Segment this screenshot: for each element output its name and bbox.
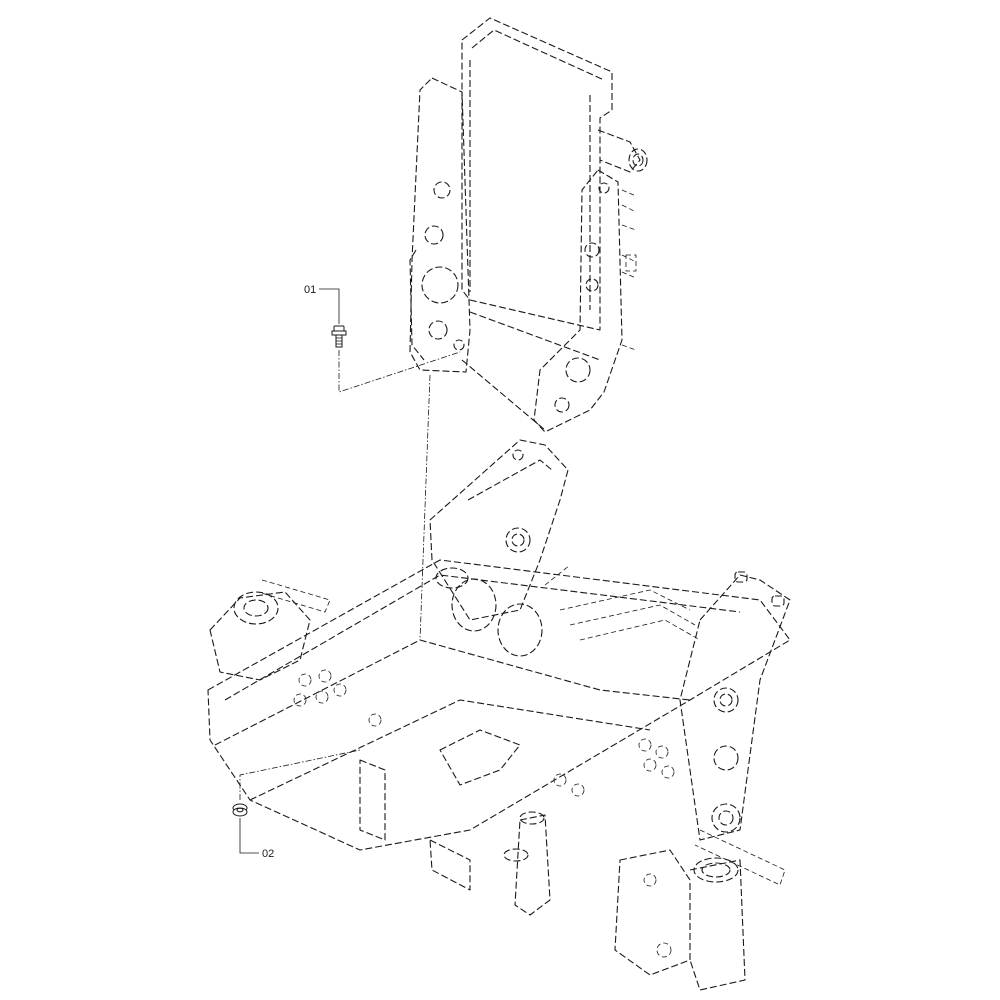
- callout-01-leader: [319, 288, 340, 324]
- part-01-vertical-alignment: [419, 374, 431, 641]
- part-01-bolt: [331, 325, 347, 348]
- part-02-washer: [232, 803, 248, 817]
- callout-02-leader: [239, 818, 259, 854]
- part-01-alignment-line: [338, 350, 461, 393]
- callout-02-label: 02: [262, 848, 275, 860]
- chassis-frame: [207, 439, 791, 991]
- callout-01-label: 01: [304, 284, 317, 296]
- radiator-assembly: [409, 17, 648, 433]
- part-02-alignment-line: [239, 749, 361, 800]
